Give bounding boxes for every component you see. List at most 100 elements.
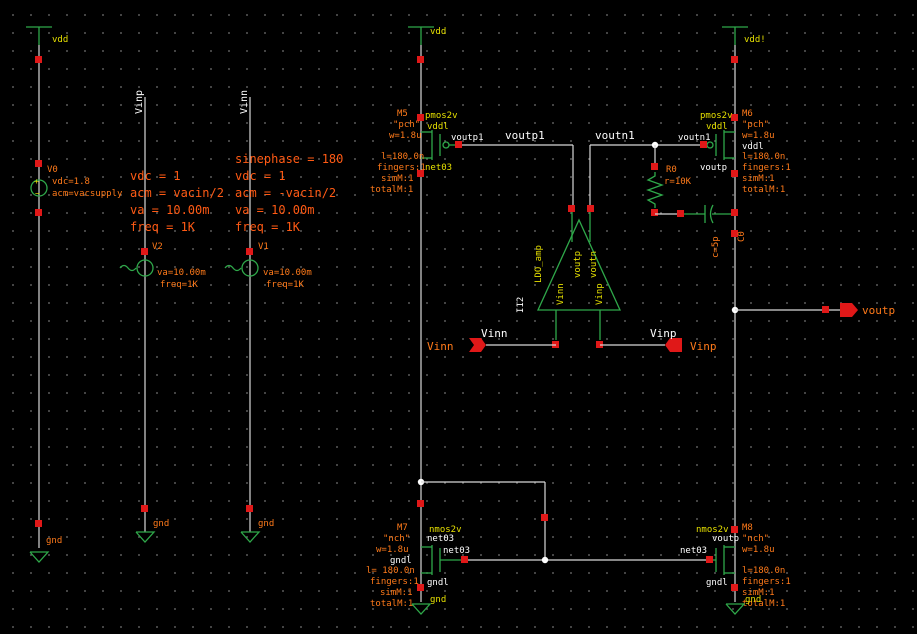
- ground-symbol-5: [725, 603, 746, 615]
- junction-dot: [541, 556, 549, 564]
- vinn-source-column[interactable]: Vinn V1 va=10.00m freq=1K sinephase = 18…: [224, 90, 343, 543]
- v1-param-vdc: vdc = 1: [235, 169, 286, 183]
- m7-bulk-label: gndl: [390, 556, 412, 566]
- pin-dot[interactable]: [731, 230, 738, 237]
- pin-dot[interactable]: [417, 56, 424, 63]
- vdc-source-symbol[interactable]: [30, 179, 48, 197]
- vinp-source-column[interactable]: Vinp V2 va=10.00m freq=1K vdc = 1 acm = …: [119, 90, 224, 543]
- v1-param-sinephase: sinephase = 180: [235, 152, 343, 166]
- m6-gate-net: voutn1: [678, 133, 711, 143]
- pin-dot[interactable]: [417, 584, 424, 591]
- input-pin-vinp[interactable]: Vinp Vinp: [650, 327, 717, 353]
- gnd-label-3: gnd: [258, 519, 274, 529]
- opamp-triangle[interactable]: [536, 218, 622, 311]
- pin-dot[interactable]: [141, 505, 148, 512]
- pin-dot[interactable]: [246, 248, 253, 255]
- net-label-voutp1: voutp1: [505, 129, 545, 142]
- m8-cell: "nch": [742, 534, 769, 544]
- gnd-label-5: gnd: [745, 595, 761, 605]
- ground-symbol-2: [135, 531, 156, 543]
- pin-dot[interactable]: [651, 209, 658, 216]
- r0-value: r=10K: [664, 177, 692, 187]
- pin-dot[interactable]: [461, 556, 468, 563]
- vdd-source-column[interactable]: vdd + − V0 vdc=1.8 acm=vacsupply gnd: [26, 26, 123, 563]
- resistor-r0[interactable]: R0 r=10K: [646, 145, 692, 216]
- input-pin-vinn[interactable]: Vinn Vinn: [427, 327, 508, 353]
- m6-w: w=1.8u: [742, 131, 775, 141]
- m7-totalm: totalM:1: [370, 599, 413, 609]
- pin-dot[interactable]: [35, 209, 42, 216]
- transistor-m5[interactable]: [421, 130, 462, 160]
- m6-drain-net: voutp: [700, 163, 727, 173]
- vsin-source-v2-symbol[interactable]: [136, 259, 154, 277]
- right-branch[interactable]: vdd! pmos2v M6 "pch" w=1.8u l=180.0n fin…: [678, 26, 791, 615]
- m5-bulk: vddl: [427, 122, 449, 132]
- v0-instance: V0: [47, 165, 58, 175]
- transistor-m6[interactable]: [700, 130, 735, 160]
- pin-dot[interactable]: [731, 526, 738, 533]
- capacitor-c0[interactable]: c=5p C0: [677, 204, 747, 258]
- c0-plate-curved: [709, 204, 714, 224]
- m8-totalm: totalM:1: [742, 599, 785, 609]
- pin-dot[interactable]: [731, 584, 738, 591]
- m6-model: pmos2v: [700, 111, 733, 121]
- pin-dot[interactable]: [417, 500, 424, 507]
- pin-dot[interactable]: [596, 341, 603, 348]
- pin-dot[interactable]: [35, 520, 42, 527]
- pin-dot[interactable]: [35, 56, 42, 63]
- pin-dot[interactable]: [731, 114, 738, 121]
- pin-dot[interactable]: [677, 210, 684, 217]
- m5-w: w=1.8u: [389, 131, 422, 141]
- pin-dot[interactable]: [731, 56, 738, 63]
- plus-sign: +: [34, 177, 39, 186]
- m8-w: w=1.8u: [742, 545, 775, 555]
- m8-fingers: fingers:1: [742, 577, 791, 587]
- transistor-m8[interactable]: [706, 545, 735, 575]
- m6-bulk: vddl: [706, 122, 728, 132]
- m5-simm: simM:1: [381, 174, 414, 184]
- v2-param-va: va = 10.00m: [130, 203, 209, 217]
- r0-instance: R0: [666, 165, 677, 175]
- m7-w: w=1.8u: [376, 545, 409, 555]
- v2-va: va=10.00m: [157, 268, 206, 278]
- pin-dot[interactable]: [822, 306, 829, 313]
- pin-dot[interactable]: [651, 163, 658, 170]
- m6-instance: M6: [742, 109, 753, 119]
- pin-dot[interactable]: [35, 160, 42, 167]
- pin-dot[interactable]: [417, 114, 424, 121]
- transistor-m7[interactable]: [421, 545, 468, 575]
- pin-dot[interactable]: [731, 209, 738, 216]
- gnd-label-1: gnd: [46, 536, 62, 546]
- vinp-pin-label: Vinp: [134, 90, 145, 114]
- output-pin-voutp[interactable]: voutp: [840, 303, 895, 317]
- vdd-label-1: vdd: [52, 35, 68, 45]
- pin-dot[interactable]: [700, 141, 707, 148]
- pin-dot[interactable]: [568, 205, 575, 212]
- m7-model: nmos2v: [429, 525, 462, 535]
- pin-dot[interactable]: [246, 505, 253, 512]
- pin-dot[interactable]: [417, 170, 424, 177]
- m5-drain-net: voutp1: [451, 133, 484, 143]
- m8-source-net: gndl: [706, 578, 728, 588]
- left-branch[interactable]: vdd pmos2v M5 "pch" w=1.8u l=180.0n fing…: [366, 26, 573, 615]
- pin-dot[interactable]: [706, 556, 713, 563]
- m5-totalm: totalM:1: [370, 185, 413, 195]
- opamp-cell-name: LDO_amp: [534, 245, 544, 283]
- v1-freq: freq=1K: [266, 280, 305, 290]
- ground-symbol-1: [29, 551, 50, 563]
- pin-dot[interactable]: [731, 170, 738, 177]
- pin-dot[interactable]: [455, 141, 462, 148]
- v2-freq: freq=1K: [160, 280, 199, 290]
- pin-dot[interactable]: [541, 514, 548, 521]
- m8-simm: simM:1: [742, 588, 775, 598]
- pin-arrow-icon: [665, 338, 682, 352]
- pin-dot[interactable]: [141, 248, 148, 255]
- m5-instance: M5: [397, 109, 408, 119]
- opamp-i12[interactable]: LDO_amp I12 Vinn Vinp voutp voutn: [516, 205, 622, 348]
- vsin-source-v1-symbol[interactable]: [241, 259, 259, 277]
- vinn-pin-label: Vinn: [239, 90, 250, 114]
- pin-dot[interactable]: [587, 205, 594, 212]
- m5-fingers: fingers:1: [377, 163, 426, 173]
